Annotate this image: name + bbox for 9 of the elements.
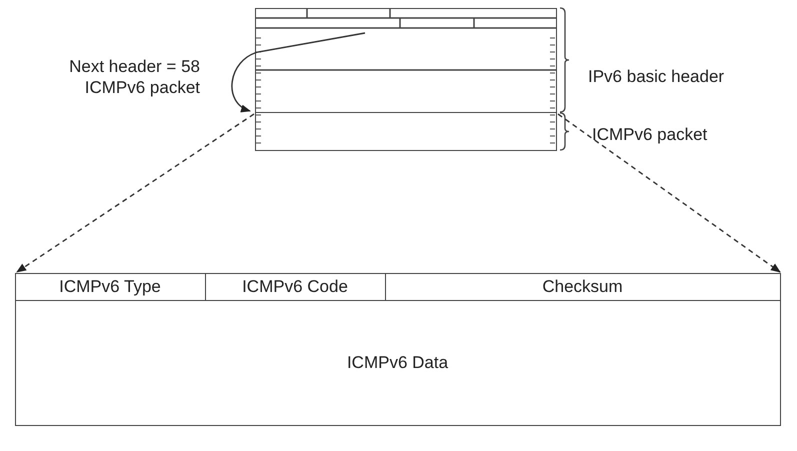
header-block (255, 8, 557, 113)
brace-label: ICMPv6 packet (592, 125, 708, 145)
brace-label: IPv6 basic header (588, 67, 724, 87)
arrow (558, 113, 781, 273)
packet-block (255, 112, 557, 151)
arrow (231, 32, 366, 112)
edge-label: Next header = 58 ICMPv6 packet (68, 56, 200, 98)
arrow (16, 113, 254, 273)
packet-format-box (15, 273, 781, 426)
